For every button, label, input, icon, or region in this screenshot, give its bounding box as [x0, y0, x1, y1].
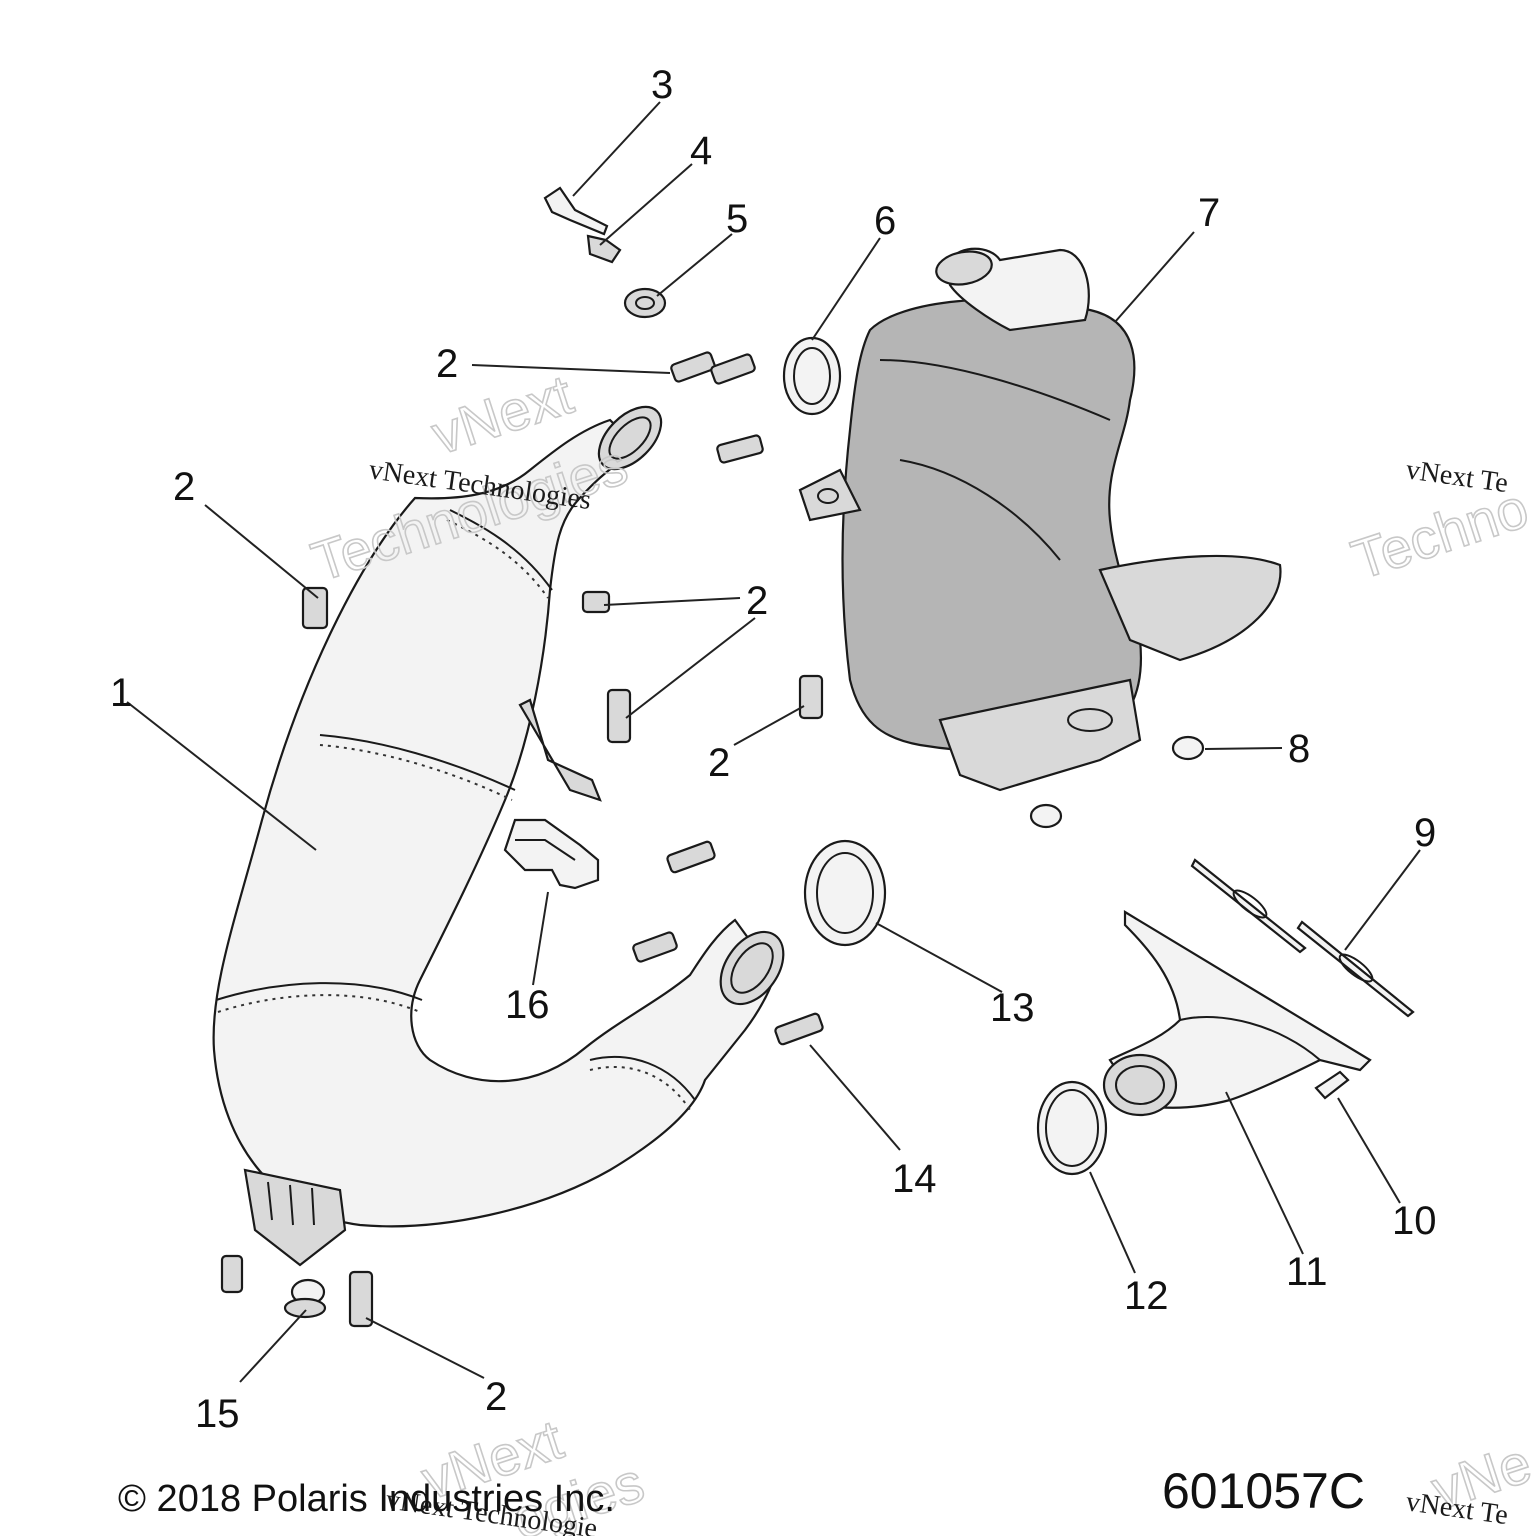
part-6-seal-ring: [782, 336, 842, 416]
watermark-techno-right: Techno: [1344, 476, 1535, 592]
part-13-seal-ring: [803, 839, 887, 947]
spring-icon: [666, 840, 716, 874]
callout-4: 4: [690, 129, 712, 173]
callout-14: 14: [892, 1157, 937, 1201]
spring-icon: [798, 674, 824, 720]
callout-2-top: 2: [436, 342, 458, 386]
leader-lines: [126, 101, 1421, 1383]
callout-9: 9: [1414, 811, 1436, 855]
spring-icon: [710, 353, 756, 385]
callout-5: 5: [726, 197, 748, 241]
part-12-ring: [1036, 1080, 1108, 1176]
callout-1: 1: [110, 671, 132, 715]
callout-6: 6: [874, 199, 896, 243]
callout-3: 3: [651, 63, 673, 107]
callout-8: 8: [1288, 727, 1310, 771]
spring-icon: [606, 688, 632, 744]
callout-2-left: 2: [173, 465, 195, 509]
part-5-grommet: [623, 287, 667, 319]
spring-icon: [670, 351, 716, 383]
part-8-grommets: [1029, 735, 1205, 829]
part-3-bolt: [543, 186, 609, 236]
part-10-bolt: [1314, 1070, 1350, 1100]
callout-11: 11: [1286, 1250, 1328, 1294]
spring-icon: [632, 931, 678, 963]
part-7-silencer: [798, 247, 1282, 792]
part-15-grommet: [283, 1278, 327, 1319]
callout-12: 12: [1124, 1274, 1169, 1318]
footer: © 2018 Polaris Industries Inc. 601057C: [118, 1463, 1365, 1520]
spring-icon: [581, 590, 611, 614]
callout-2-bottom: 2: [485, 1375, 507, 1419]
callout-7: 7: [1198, 191, 1220, 235]
spring-icon: [774, 1012, 824, 1046]
spring-icon: [716, 434, 764, 464]
part-11-manifold: [1102, 910, 1372, 1117]
callout-10: 10: [1392, 1199, 1437, 1243]
callout-15: 15: [195, 1392, 240, 1436]
callout-16: 16: [505, 983, 550, 1027]
copyright-notice: © 2018 Polaris Industries Inc.: [118, 1478, 615, 1520]
spring-icon: [301, 586, 329, 630]
part-9-gaskets: [1190, 858, 1415, 1018]
callout-13: 13: [990, 986, 1035, 1030]
springs: [220, 351, 824, 1328]
spring-icon: [348, 1270, 374, 1328]
callout-2-middle: 2: [746, 579, 768, 623]
part-4-bushing: [586, 234, 622, 264]
part-16-hanger: [503, 818, 600, 890]
part-1-expansion-pipe: [212, 405, 785, 1267]
callout-2-lower: 2: [708, 741, 730, 785]
figure-number: 601057C: [1162, 1463, 1365, 1519]
watermark-vnext-te-right: vNext Te: [1404, 454, 1510, 499]
callouts: 1 2 2 2 2 2 3 4 5 6 7 8 9 10 11 12 13 14…: [110, 63, 1437, 1436]
spring-icon: [220, 1254, 244, 1294]
